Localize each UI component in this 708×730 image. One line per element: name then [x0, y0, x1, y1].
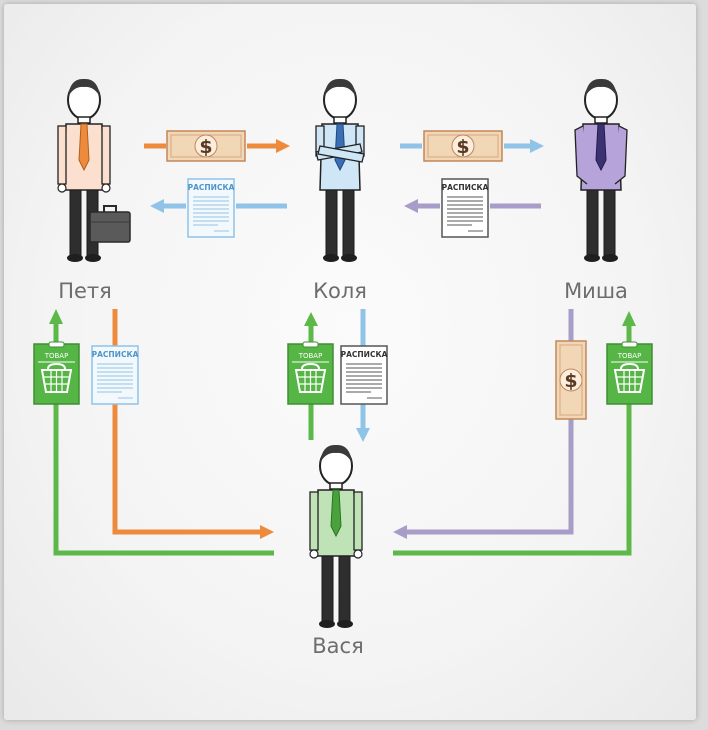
receipt-title: РАСПИСКА: [188, 183, 235, 192]
arrowhead: [49, 309, 63, 324]
arrowhead: [150, 199, 164, 213]
goods-bag-vasya-misha: ТОВАР: [606, 341, 653, 405]
diagram-canvas: $ $ $ РАСПИСКА РАСПИСКА: [4, 4, 696, 720]
goods-label: ТОВАР: [298, 352, 323, 360]
money-arrow-misha-vasya: [407, 309, 574, 535]
basket-icon: [620, 362, 639, 370]
briefcase-icon: [89, 205, 131, 243]
arrowhead: [530, 139, 544, 153]
banknote-petya-kolya: $: [166, 130, 246, 162]
basket-icon: [301, 362, 320, 370]
receipt-title: РАСПИСКА: [92, 350, 139, 359]
person-kolya: [315, 77, 365, 263]
name-petya: Петя: [58, 279, 112, 303]
goods-arrow-vasya-misha: [393, 326, 632, 556]
receipt-kolya-petya: РАСПИСКА: [187, 178, 235, 238]
basket-icon: [47, 362, 66, 370]
arrowhead: [276, 139, 290, 153]
arrowhead: [356, 428, 370, 442]
receipt-misha-kolya: РАСПИСКА: [441, 178, 489, 238]
transaction-diagram: $ $ $ РАСПИСКА РАСПИСКА: [33, 77, 653, 658]
receipt-arrow-petya-vasya: [112, 309, 260, 535]
name-vasya: Вася: [312, 634, 363, 658]
person-misha: [574, 77, 628, 263]
name-kolya: Коля: [313, 279, 367, 303]
currency-symbol: $: [199, 136, 212, 158]
arrowhead: [304, 312, 318, 326]
currency-symbol: $: [564, 370, 577, 392]
receipt-kolya-vasya: РАСПИСКА: [340, 345, 388, 405]
goods-label: ТОВАР: [617, 352, 642, 360]
currency-symbol: $: [456, 136, 469, 158]
receipt-petya-vasya: РАСПИСКА: [91, 345, 139, 405]
goods-bag-vasya-kolya: ТОВАР: [287, 341, 334, 405]
receipt-title: РАСПИСКА: [442, 183, 489, 192]
goods-arrow-vasya-petya: [53, 324, 274, 556]
name-misha: Миша: [564, 279, 628, 303]
person-vasya: [309, 443, 363, 629]
arrowhead: [260, 525, 274, 539]
banknote-kolya-misha: $: [423, 130, 503, 162]
arrowhead: [622, 311, 636, 326]
arrowhead: [404, 199, 418, 213]
receipt-title: РАСПИСКА: [341, 350, 388, 359]
goods-label: ТОВАР: [44, 352, 69, 360]
arrowhead: [393, 525, 407, 539]
banknote-misha-vasya: $: [555, 340, 587, 420]
goods-bag-vasya-petya: ТОВАР: [33, 341, 80, 405]
person-petya: [57, 77, 131, 263]
